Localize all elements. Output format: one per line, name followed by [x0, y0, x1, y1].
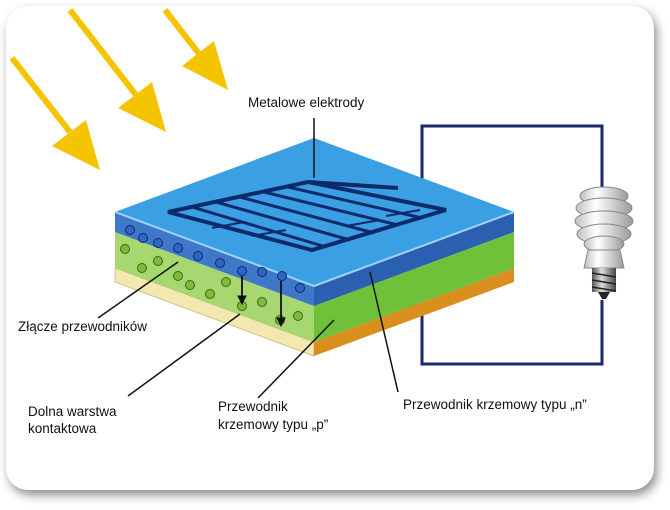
sun-ray-arrow: [67, 8, 166, 132]
carrier-arrows: [237, 276, 286, 328]
label-p-type-line1: Przewodnik: [218, 399, 288, 414]
leader-lines: [97, 118, 399, 399]
label-metal-electrodes: Metalowe elektrody: [248, 95, 365, 110]
solar-cell: [114, 138, 515, 357]
label-n-type: Przewodnik krzemowy typu „n”: [403, 397, 587, 412]
p-layer-side: [314, 232, 514, 342]
light-bulb-icon: [574, 186, 634, 299]
electrons: [125, 225, 305, 293]
bulb-tip: [598, 292, 610, 299]
label-bottom-layer-line2: kontaktowa: [28, 421, 97, 436]
sun-ray-arrow: [162, 8, 228, 90]
sun-ray-arrow: [9, 56, 100, 170]
n-layer-front: [115, 212, 314, 306]
metal-electrodes: [167, 179, 447, 253]
label-junction: Złącze przewodników: [18, 319, 147, 334]
bulb-spiral: [574, 186, 634, 253]
bulb-collar: [583, 249, 625, 269]
contact-layer-side: [314, 268, 514, 356]
p-layer-front: [115, 232, 314, 342]
label-p-type-line2: krzemowy typu „p”: [218, 417, 328, 432]
label-bottom-layer-line1: Dolna warstwa: [28, 404, 117, 419]
sun-rays: [9, 8, 228, 170]
n-layer-side: [314, 212, 514, 306]
